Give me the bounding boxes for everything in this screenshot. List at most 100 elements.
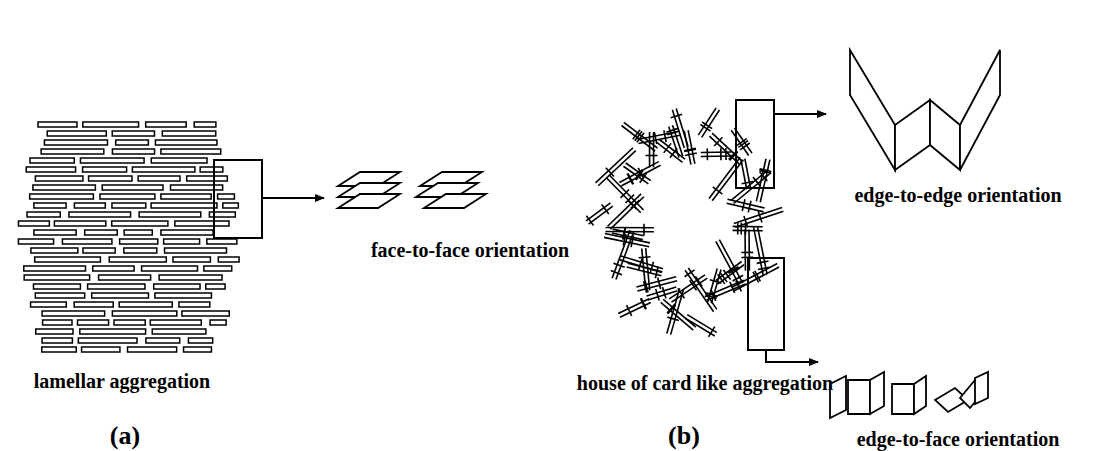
clay-platelet [34,230,76,235]
platelet-tick [613,263,624,267]
clay-platelet [30,158,74,163]
platelet-tick [658,277,661,289]
clay-sheet [850,50,895,170]
platelet-edge [636,277,676,287]
platelet-edge [586,203,610,221]
clay-platelet [146,338,180,343]
clay-sheet [975,372,988,404]
clay-platelet [88,284,145,289]
clay-platelet [47,131,106,136]
clay-platelet [83,248,115,253]
panel-label: (a) [110,423,140,449]
platelet-tick [656,289,660,300]
platelet-edge [623,166,648,184]
platelet-tick [662,287,666,298]
clay-platelet [80,158,144,163]
platelet-edge [608,194,641,226]
clay-platelet [218,257,239,262]
platelet-tick [753,177,761,186]
clay-sheet [892,384,914,414]
clay-platelet [112,311,176,316]
house-of-cards-ring [584,106,785,340]
platelet-tick [748,201,751,213]
clay-platelet [151,203,217,208]
clay-platelet [146,122,187,127]
clay-sheet [914,376,926,414]
clay-platelet [36,329,73,334]
clay-platelet [151,158,207,163]
platelet-edge [621,165,660,186]
clay-platelet [152,329,206,334]
clay-sheet [338,194,400,208]
clay-platelet [161,194,211,199]
clay-platelet [132,167,195,172]
clay-platelet [159,275,222,280]
clay-sheet [848,380,870,414]
platelet-edge [653,132,655,167]
clay-platelet [30,194,94,199]
platelet-tick [720,148,722,160]
clay-platelet [194,122,216,127]
platelet-edge [741,159,747,189]
platelet-tick [742,199,745,211]
platelet-edge [647,287,677,296]
clay-platelet [182,311,229,316]
clay-platelet [112,149,154,154]
platelet-tick [633,130,640,140]
clay-platelet [18,239,53,244]
clay-platelet [638,248,654,291]
platelet-tick [606,168,614,177]
clay-platelet [78,320,109,325]
platelet-tick [690,280,697,290]
platelet-tick [706,148,708,160]
clay-platelet [165,248,227,253]
clay-platelet [18,221,49,226]
clay-platelet [100,194,155,199]
clay-platelet [187,176,228,181]
clay-platelet [92,293,149,298]
clay-platelet [635,273,678,295]
clay-platelet [42,338,72,343]
platelet-tick [623,228,625,240]
platelet-tick [700,124,710,131]
edge-to-face-sheets [830,372,988,418]
platelet-tick [666,128,677,132]
clay-platelet [120,239,158,244]
platelet-tick [760,172,768,181]
platelet-edge [624,122,658,148]
platelet-tick [643,224,645,236]
platelet-tick [611,270,622,274]
clay-platelet [31,248,78,253]
platelet-tick [623,228,625,240]
platelet-edge [598,151,636,186]
platelet-tick [741,252,753,254]
platelet-edge [734,207,782,223]
clay-platelet [124,248,157,253]
platelet-edge [719,240,742,284]
caption-label: face-to-face orientation [371,240,569,260]
platelet-tick [709,327,715,337]
clay-platelet [218,194,235,199]
clay-platelet [737,158,755,190]
platelet-edge [754,227,764,275]
platelet-edge [702,110,720,137]
platelet-edge [728,199,765,208]
platelet-tick [723,270,730,280]
clay-platelet [150,320,201,325]
clay-platelet [124,230,152,235]
clay-platelet [142,266,198,271]
platelet-tick [635,170,642,180]
platelet-tick [702,122,712,129]
platelet-edge [744,230,746,271]
clay-platelet [161,230,213,235]
clay-platelet [80,329,146,334]
platelet-tick [753,272,759,283]
clay-platelet [112,221,168,226]
clay-sheet [960,50,1000,170]
clay-platelet [139,212,201,217]
clay-platelet [35,176,83,181]
platelet-tick [685,153,697,155]
clay-platelet [155,293,212,298]
platelet-tick [684,149,696,151]
